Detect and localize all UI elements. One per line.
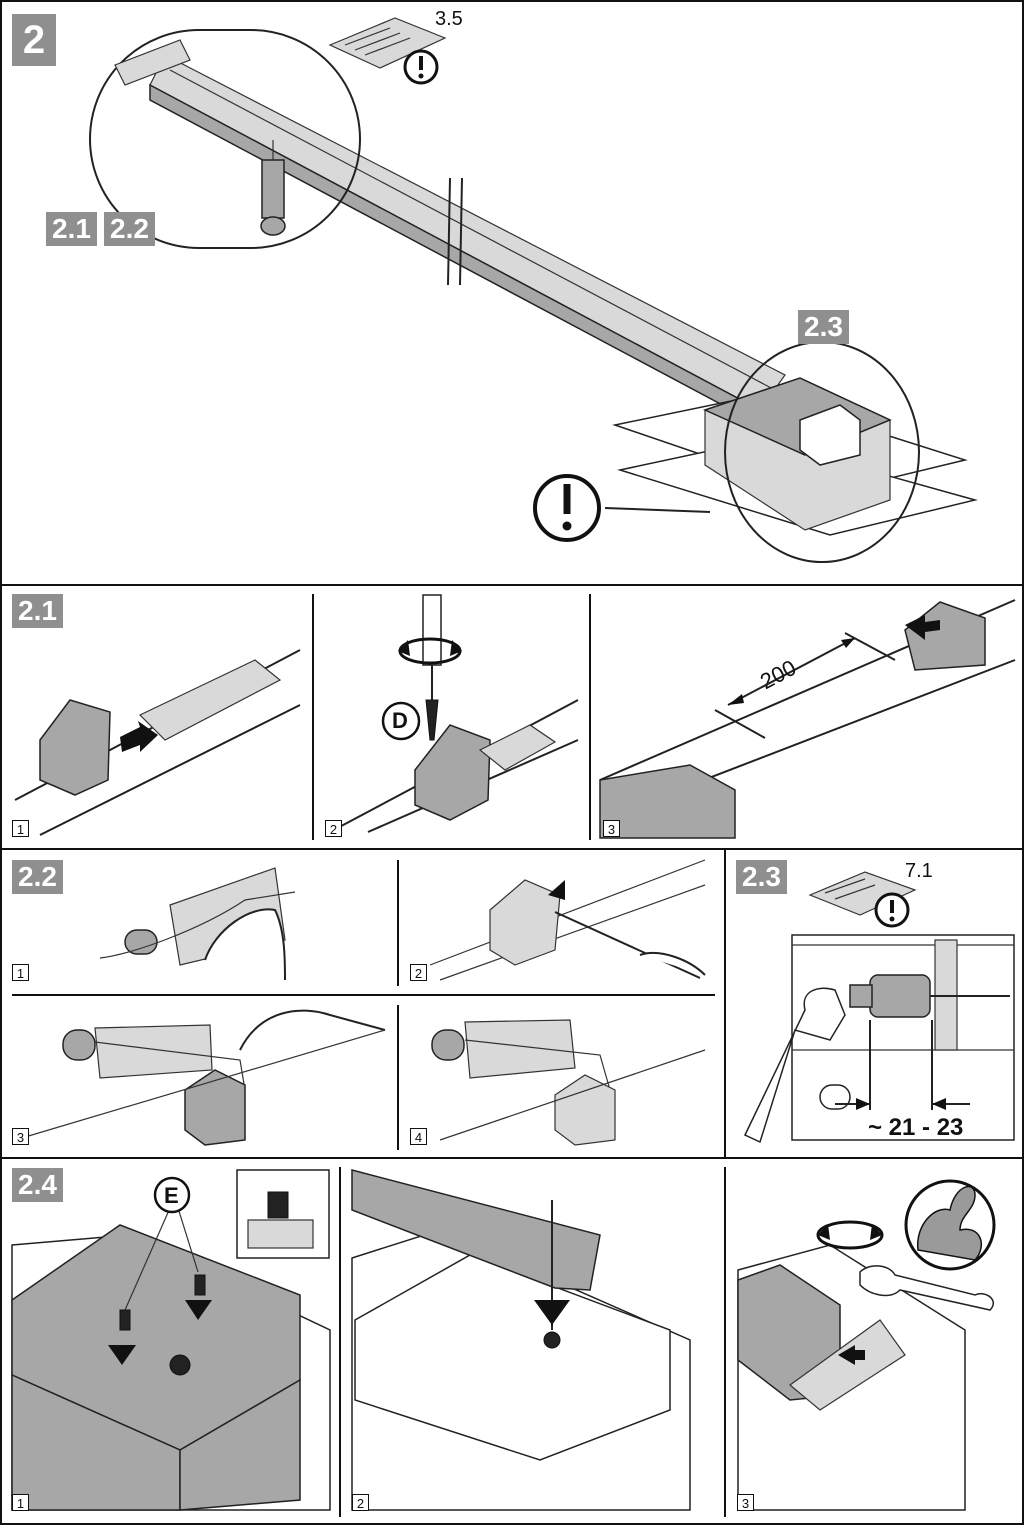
section-label-2-3: 2.3 [736, 860, 787, 894]
step-box: 3 [603, 820, 620, 837]
divider [339, 1167, 341, 1517]
callout-2-2: 2.2 [104, 212, 155, 246]
step-number-badge: 2 [12, 14, 56, 66]
section-label-2-1: 2.1 [12, 594, 63, 628]
section-2-3-illustration [743, 934, 1015, 1144]
manual-reference: 7.1 [905, 860, 933, 882]
step-box: 1 [12, 820, 29, 837]
callout-2-1: 2.1 [46, 212, 97, 246]
dimension-21-23: ~ 21 - 23 [868, 1114, 964, 1141]
section-2-1-illustration [14, 594, 1016, 839]
part-letter-d: D [392, 708, 408, 733]
section-label-2-2: 2.2 [12, 860, 63, 894]
warning-icon [533, 474, 601, 542]
part-marker-d [381, 701, 421, 741]
rotate-icon [398, 637, 462, 665]
overview-illustration [89, 29, 978, 563]
manual-icon [808, 871, 917, 928]
divider [397, 860, 399, 986]
manual-reference: 3.5 [435, 8, 463, 30]
divider [589, 594, 591, 840]
step-box: 4 [410, 1128, 427, 1145]
section-label-2-4: 2.4 [12, 1168, 63, 1202]
step-box: 2 [410, 964, 427, 981]
step-box: 1 [12, 964, 29, 981]
divider [397, 1005, 399, 1150]
manual-icon [328, 17, 447, 85]
divider [312, 594, 314, 840]
divider [724, 1167, 726, 1517]
part-letter-e: E [164, 1183, 179, 1208]
step-box: 2 [352, 1494, 369, 1511]
step-box: 3 [12, 1128, 29, 1145]
divider [12, 994, 715, 996]
step-box: 1 [12, 1494, 29, 1511]
section-2-2-illustration [14, 859, 706, 1146]
callout-2-3: 2.3 [798, 310, 849, 344]
step-box: 2 [325, 820, 342, 837]
step-box: 3 [737, 1494, 754, 1511]
